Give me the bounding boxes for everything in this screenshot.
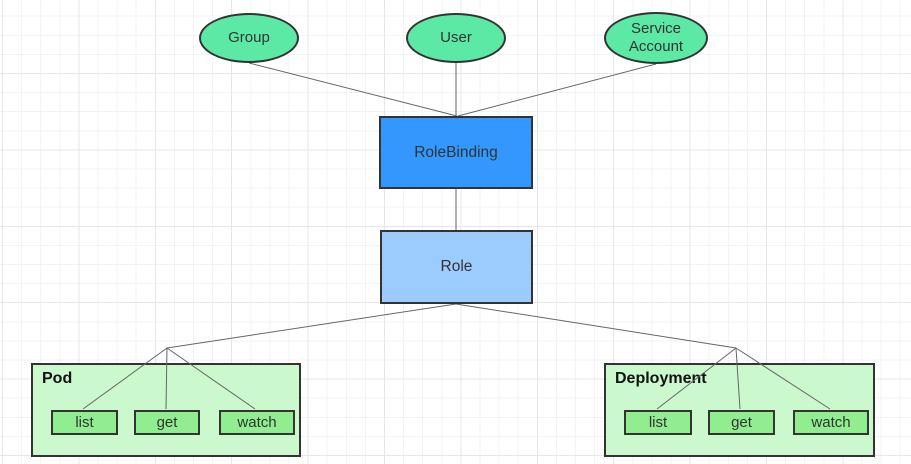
edge-role-deployment[interactable] xyxy=(455,303,737,349)
edge-serviceaccount-rolebinding[interactable] xyxy=(457,63,657,117)
edge-pod-list[interactable] xyxy=(82,347,168,410)
edge-pod-get[interactable] xyxy=(165,347,168,410)
node-service-account-label: Service Account xyxy=(628,20,684,55)
edge-deployment-list[interactable] xyxy=(656,347,737,410)
edge-group-rolebinding[interactable] xyxy=(248,62,458,117)
node-user-label: User xyxy=(440,29,472,46)
node-role[interactable]: Role xyxy=(380,230,533,304)
node-user[interactable]: User xyxy=(406,13,506,63)
edge-deployment-get[interactable] xyxy=(735,347,741,410)
edge-pod-watch[interactable] xyxy=(166,347,256,410)
edge-deployment-watch[interactable] xyxy=(735,347,831,410)
node-group[interactable]: Group xyxy=(199,13,299,63)
container-pod-title: Pod xyxy=(42,370,73,387)
node-role-label: Role xyxy=(440,258,473,275)
edge-role-pod[interactable] xyxy=(166,303,457,349)
node-rolebinding-label: RoleBinding xyxy=(414,143,498,161)
container-deployment-title: Deployment xyxy=(615,370,707,387)
node-service-account[interactable]: Service Account xyxy=(604,12,708,64)
node-group-label: Group xyxy=(228,29,270,46)
node-rolebinding[interactable]: RoleBinding xyxy=(379,116,533,189)
container-deployment[interactable]: Deployment list get watch xyxy=(604,363,875,457)
